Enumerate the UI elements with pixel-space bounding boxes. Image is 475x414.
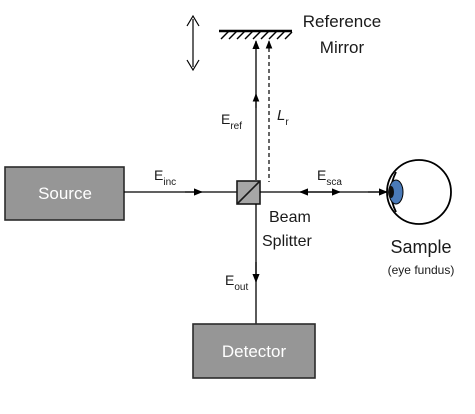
sample-sublabel: (eye fundus) xyxy=(388,263,455,277)
source-box: Source xyxy=(4,166,125,221)
detector-box: Detector xyxy=(192,323,316,379)
detector-label: Detector xyxy=(222,342,287,361)
reference-mirror-label-line1: Reference xyxy=(303,12,381,31)
beam-splitter-label-line2: Splitter xyxy=(262,233,312,250)
reference-mirror xyxy=(219,29,293,40)
sample-label: Sample xyxy=(390,237,451,257)
reference-mirror-label-line2: Mirror xyxy=(320,38,365,57)
e-out-label: Eout xyxy=(225,272,248,293)
e-sca-label: Esca xyxy=(317,167,342,188)
source-label: Source xyxy=(38,184,92,203)
mirror-hatching xyxy=(220,30,293,40)
beam-splitter xyxy=(236,180,261,205)
mirror-movement-arrow xyxy=(186,14,200,72)
l-r-label: Lr xyxy=(277,107,289,128)
beam-splitter-label-line1: Beam xyxy=(269,209,311,226)
e-ref-label: Eref xyxy=(221,111,242,132)
e-inc-label: Einc xyxy=(154,167,176,188)
eye-icon xyxy=(386,159,452,225)
